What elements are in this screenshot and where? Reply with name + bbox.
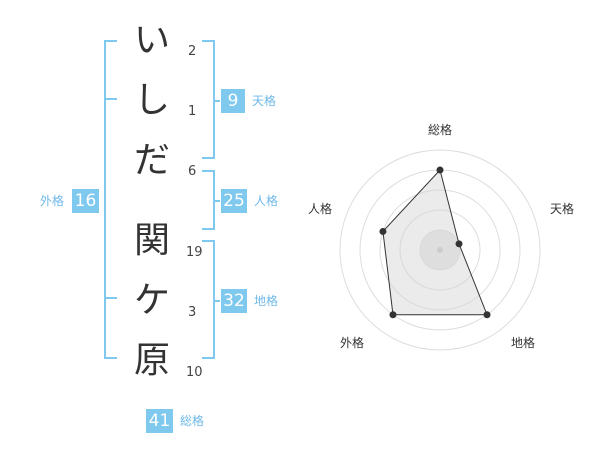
radar-point-5 [379,227,387,235]
radar-axis-label-gaikaku: 外格 [340,336,365,350]
stroke-count-2: 1 [188,104,197,119]
radar-axis-label-jinkaku: 人格 [308,202,333,216]
radar-axis-label-soukaku: 総格 [428,123,453,137]
name-char-5: ケ [133,280,170,321]
radar-point-1 [436,166,444,174]
stroke-count-6: 10 [186,365,203,380]
jinkaku-label: 人格 [254,194,279,208]
chikaku-label: 地格 [254,294,279,308]
name-char-6: 原 [133,340,170,381]
radar-polygon [382,168,488,316]
radar-axis-label-chikaku: 地格 [511,336,536,350]
name-char-2: し [133,80,170,121]
name-char-1: い [133,20,170,61]
name-char-4: 関 [133,220,170,261]
stroke-count-5: 3 [188,305,197,320]
radar-center-dot [437,247,443,253]
chikaku-value: 32 [221,289,247,313]
tenkaku-label: 天格 [252,94,277,108]
stroke-count-1: 2 [188,44,197,59]
gaikaku-label: 外格 [40,194,65,208]
radar-chart [339,149,541,351]
soukaku-label: 総格 [180,414,205,428]
radar-point-4 [389,311,397,319]
radar-axis-label-tenkaku: 天格 [550,202,575,216]
tenkaku-value: 9 [221,89,245,113]
soukaku-value: 41 [146,409,173,433]
name-char-3: だ [133,140,170,181]
jinkaku-value: 25 [221,189,247,213]
gaikaku-value: 16 [72,189,99,213]
stroke-count-4: 19 [186,245,203,260]
radar-point-3 [483,311,491,319]
stroke-count-3: 6 [188,164,197,179]
radar-point-2 [455,240,463,248]
